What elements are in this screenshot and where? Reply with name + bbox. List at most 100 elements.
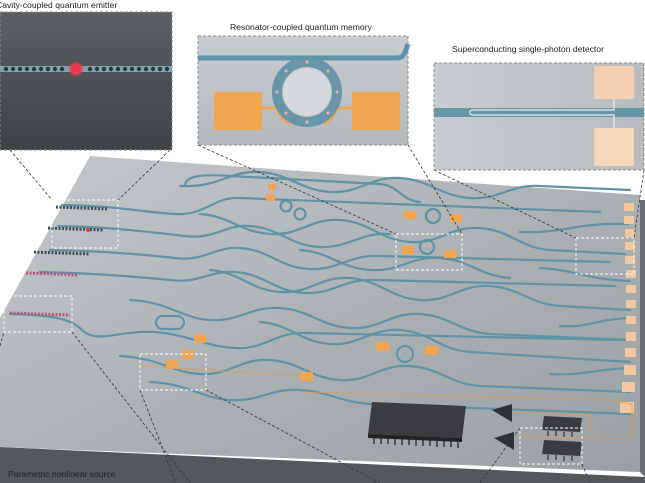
control-ic-pins <box>373 438 459 448</box>
ion <box>275 90 279 94</box>
electrode-7 <box>194 334 206 343</box>
label-nonlinear-source: Parametric nonlinear source <box>8 469 116 479</box>
chip-small-1 <box>542 416 582 432</box>
mesh-row-c <box>208 268 632 312</box>
electrode-5 <box>444 250 456 258</box>
chip-side-front <box>0 447 645 483</box>
detector-pad-top <box>594 66 634 99</box>
ion <box>284 111 288 115</box>
ring-5 <box>395 344 415 364</box>
hole <box>38 66 44 72</box>
ion <box>284 69 288 73</box>
emitter-bar-1 <box>55 205 109 211</box>
waveguide-in-3 <box>48 246 612 271</box>
label-cavity-emitter: Cavity-coupled quantum emitter <box>0 0 118 10</box>
waveguide-out-3 <box>558 316 634 328</box>
emitter-bar-3 <box>33 250 91 256</box>
leader-electronics <box>479 427 521 483</box>
hole <box>87 66 93 72</box>
hole <box>115 66 121 72</box>
memory-ions <box>275 60 339 124</box>
amplifier-2 <box>494 432 514 450</box>
leader-electronics-b <box>581 463 591 483</box>
control-ic-edge <box>368 434 462 442</box>
pad-13 <box>622 382 635 392</box>
memory-bus-waveguide <box>198 43 411 61</box>
leader-source-d <box>205 389 381 483</box>
waveguide-out-1 <box>518 222 630 234</box>
trace-3 <box>509 411 591 430</box>
mesh-row-a <box>178 170 632 200</box>
hole <box>108 66 114 72</box>
ion <box>326 111 330 115</box>
leader-source-b <box>71 331 191 483</box>
pad-5 <box>625 256 635 264</box>
hole <box>129 66 135 72</box>
pad-14 <box>620 402 634 413</box>
pad-2 <box>624 216 634 224</box>
hole <box>101 66 107 72</box>
hole <box>10 66 16 72</box>
detector-pad-bottom <box>594 128 634 166</box>
pad-10 <box>626 332 636 341</box>
ion <box>335 90 339 94</box>
hole <box>24 66 30 72</box>
inset-cavity-bg <box>0 11 173 151</box>
leader-emitter-b <box>117 149 171 201</box>
electrode-8 <box>182 350 194 359</box>
mesh-row-b <box>198 212 627 256</box>
quantum-emitter <box>72 65 80 73</box>
waveguide-in-2 <box>56 224 392 249</box>
highlight-boxes <box>3 199 635 465</box>
hole <box>164 66 170 72</box>
amplifier-1 <box>492 404 512 422</box>
mesh-row-g <box>258 320 632 364</box>
hole <box>143 66 149 72</box>
ion <box>305 120 309 124</box>
control-ic <box>368 402 466 438</box>
leader-memory-a <box>197 144 397 235</box>
trace-1 <box>299 391 633 441</box>
pad-4 <box>625 242 635 250</box>
highlight-emitter <box>51 199 119 249</box>
trace-2 <box>139 365 301 377</box>
ring-4 <box>418 238 436 256</box>
hole <box>136 66 142 72</box>
electrode-10 <box>376 342 389 351</box>
electrode-3 <box>450 214 462 222</box>
leader-source-a <box>0 331 5 347</box>
hole <box>31 66 37 72</box>
electrode-2 <box>404 211 416 219</box>
waveguide-in-1 <box>60 196 602 216</box>
highlight-memory <box>395 233 463 271</box>
inset-memory <box>197 35 411 146</box>
pad-3 <box>625 229 635 237</box>
emitter-bar-2 <box>47 226 105 232</box>
electrode-12 <box>300 372 313 381</box>
leader-memory-b <box>407 144 463 235</box>
hole <box>122 66 128 72</box>
mesh-row-h <box>298 248 512 280</box>
leader-detector-a <box>433 169 577 239</box>
hole <box>157 66 163 72</box>
electrode-1 <box>266 194 275 201</box>
label-resonator-memory: Resonator-coupled quantum memory <box>230 22 372 32</box>
hole <box>94 66 100 72</box>
pad-7 <box>626 285 636 293</box>
ion <box>305 60 309 64</box>
cavity-holes <box>3 66 170 72</box>
electrodes <box>166 184 462 381</box>
waveguide-top-loop <box>183 174 422 204</box>
waveguide-out-2 <box>538 266 632 283</box>
ring-3 <box>424 207 442 225</box>
highlight-electronics <box>519 427 583 465</box>
electrode-11 <box>425 346 438 355</box>
mesh-row-d <box>128 298 632 342</box>
hole <box>17 66 23 72</box>
label-photon-detector: Superconducting single-photon detector <box>452 44 604 54</box>
inset-cavity <box>0 11 173 151</box>
chip-small-2 <box>542 440 582 456</box>
chip-side-right <box>640 200 645 477</box>
detector-nanowire <box>468 99 615 128</box>
